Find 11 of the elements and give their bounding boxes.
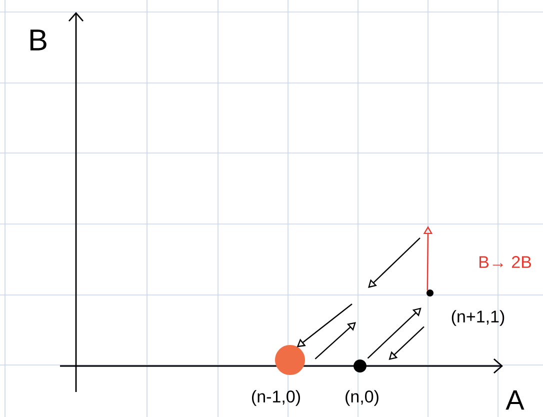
point-label: (n,0) [346,390,378,406]
arrow [367,308,422,359]
arrow [314,322,356,360]
point-label: (n+1,1) [452,310,504,326]
point-label: (n-1,0) [252,390,300,406]
axis-label: B [30,30,46,50]
point [354,360,366,372]
point [426,290,434,296]
highlighted-point [275,345,305,375]
note: B→ 2B [479,256,532,268]
axis-label: A [506,390,524,410]
